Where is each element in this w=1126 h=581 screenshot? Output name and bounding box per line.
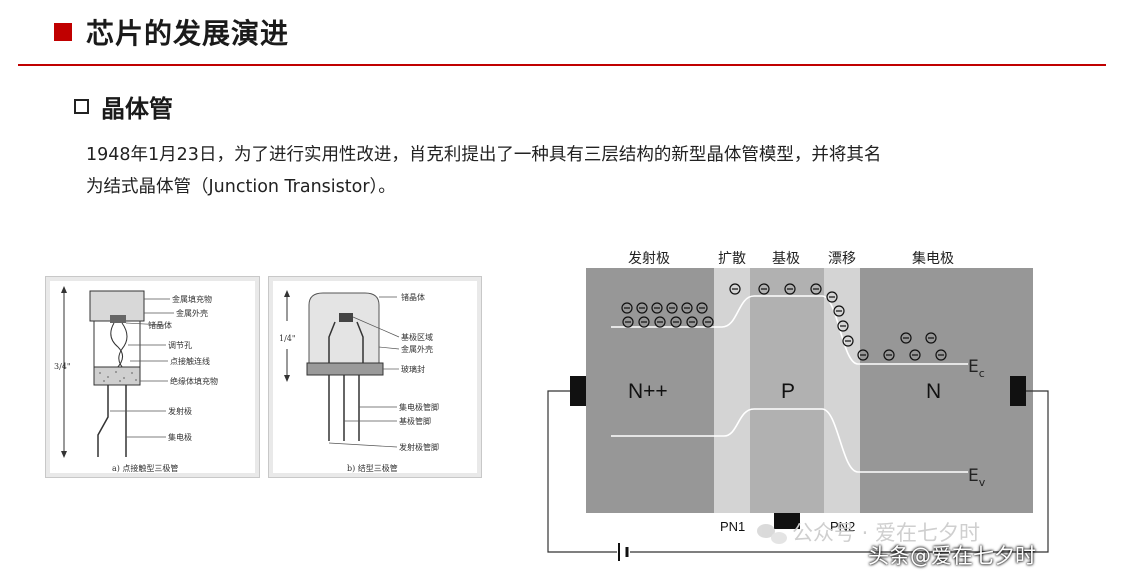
circuit-wire-left	[547, 390, 617, 553]
fig-a-label: 绝缘体填充物	[170, 376, 218, 386]
region-collector	[860, 268, 1033, 513]
page-title: 芯片的发展演进	[86, 17, 290, 50]
region-diffusion	[714, 268, 750, 513]
emitter-contact	[570, 376, 586, 406]
label-diffusion: 扩散	[718, 251, 746, 267]
fig-a-label: 金属填充物	[172, 294, 212, 304]
label-base: 基极	[772, 250, 800, 267]
collector-contact	[1010, 376, 1026, 406]
fig-b-dimension: 1/4"	[279, 334, 296, 343]
label-pn2: PN2	[830, 519, 855, 534]
point-contact-drawing: 3/4" 金属填充物 金属外壳 锗晶体 调节孔 点接触连线 绝缘体填充物 发射极…	[54, 286, 218, 473]
section-title: 晶体管	[101, 94, 173, 123]
electron-group	[621, 283, 947, 361]
label-ev: Ev	[968, 466, 986, 489]
region-base	[750, 268, 824, 513]
paragraph-line-2: 为结式晶体管（Junction Transistor）。	[86, 177, 396, 197]
fig-b-caption: b) 结型三极管	[347, 463, 398, 473]
page-title-bar: 芯片的发展演进	[54, 12, 289, 52]
fig-a-dimension: 3/4"	[54, 362, 71, 371]
region-label-p: P	[781, 380, 795, 403]
region-drift	[824, 268, 860, 513]
fig-b-label: 金属外壳	[401, 344, 433, 354]
figure-point-contact: 3/4" 金属填充物 金属外壳 锗晶体 调节孔 点接触连线 绝缘体填充物 发射极…	[45, 276, 260, 478]
label-emitter: 发射极	[628, 251, 670, 267]
section-bullet-icon	[74, 98, 89, 114]
fig-b-label: 玻璃封	[401, 364, 425, 374]
watermark-handle: 头条@爱在七夕时	[868, 544, 1036, 568]
title-marker	[54, 23, 72, 41]
fig-b-label: 基极区域	[401, 332, 433, 342]
junction-drawing: 1/4" 锗晶体 基极区域 金属外壳 玻璃封 集电极管脚 基极管脚 发射极管脚 …	[279, 290, 439, 473]
fig-b-label: 基极管脚	[399, 416, 431, 426]
label-pn1: PN1	[720, 519, 745, 534]
region-emitter	[586, 268, 714, 513]
figure-junction: 1/4" 锗晶体 基极区域 金属外壳 玻璃封 集电极管脚 基极管脚 发射极管脚 …	[268, 276, 482, 478]
fig-a-label: 点接触连线	[170, 356, 210, 366]
fig-b-label: 锗晶体	[401, 292, 425, 302]
label-drift: 漂移	[828, 251, 856, 267]
fig-a-label: 锗晶体	[148, 320, 172, 330]
wechat-icon	[757, 524, 787, 544]
circuit-wire-right	[630, 390, 1049, 553]
section-title-bar: 晶体管	[74, 88, 173, 124]
region-label-n-plus: N++	[628, 380, 668, 403]
conduction-band-line	[611, 295, 968, 365]
label-collector: 集电极	[912, 250, 954, 267]
label-ec: Ec	[968, 357, 985, 380]
fig-a-label: 集电极	[168, 432, 192, 442]
paragraph-line-1: 1948年1月23日，为了进行实用性改进，肖克利提出了一种具有三层结构的新型晶体…	[86, 145, 882, 165]
valence-band-line	[611, 408, 968, 473]
fig-a-label: 发射极	[168, 406, 192, 416]
fig-a-label: 调节孔	[168, 341, 192, 350]
watermark-wechat: 公众号 · 爱在七夕时	[792, 521, 980, 545]
title-divider	[18, 64, 1106, 66]
fig-a-caption: a) 点接触型三极管	[112, 463, 178, 473]
fig-b-label: 发射极管脚	[399, 442, 439, 452]
fig-b-label: 集电极管脚	[399, 402, 439, 412]
region-label-n: N	[926, 380, 941, 403]
base-contact	[774, 513, 800, 529]
fig-a-label: 金属外壳	[176, 308, 208, 318]
body-paragraph: 1948年1月23日，为了进行实用性改进，肖克利提出了一种具有三层结构的新型晶体…	[86, 139, 1066, 203]
